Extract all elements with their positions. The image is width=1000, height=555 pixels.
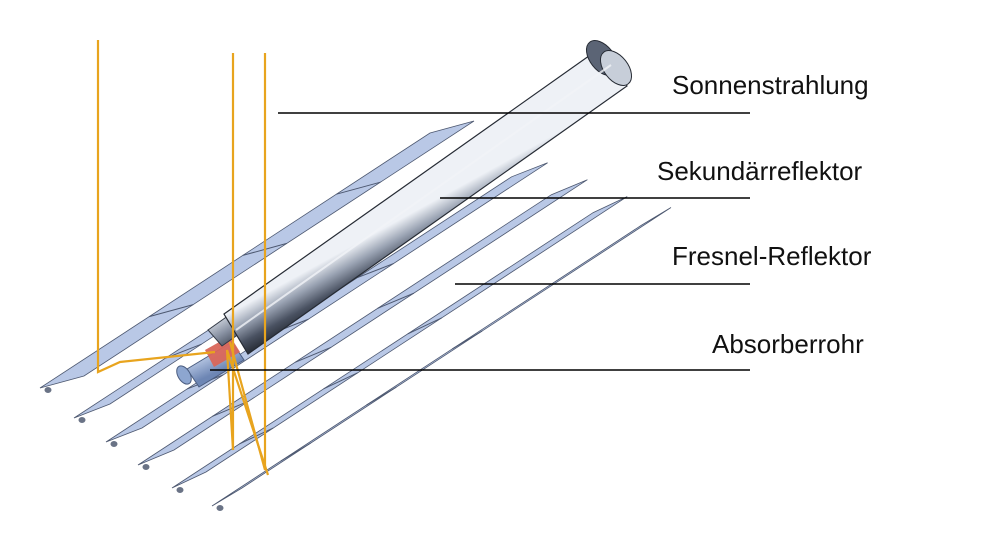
leader-lines (210, 112, 750, 371)
label-absorberrohr: Absorberrohr (712, 329, 864, 359)
mirror-support (142, 464, 150, 470)
mirror-support (176, 487, 184, 493)
sun-ray-right (228, 53, 267, 471)
mirror-segment-divider (294, 346, 332, 363)
mirror-support (44, 387, 52, 393)
mirror-row (171, 196, 628, 489)
label-fresnel-reflektor: Fresnel-Reflektor (672, 241, 872, 271)
secondary-reflector (207, 40, 633, 355)
mirror-segment-divider (357, 263, 394, 279)
mirror-support (78, 417, 86, 423)
mirror-segment-divider (336, 181, 381, 195)
mirror-segment-divider (366, 386, 397, 406)
sun-ray-left (96, 40, 216, 374)
mirror-segment-divider (149, 304, 194, 318)
mirror-support (216, 505, 224, 511)
sun-rays (96, 40, 270, 476)
mirror-segment-divider (377, 292, 414, 309)
mirror-segment-divider (280, 442, 311, 462)
mirror-row (137, 179, 588, 466)
fresnel-mirror-field (39, 120, 672, 511)
label-sekundaerreflektor: Sekundärreflektor (657, 156, 863, 186)
mirror-support (110, 441, 118, 447)
mirror-segment-divider (323, 372, 358, 390)
mirror-segment-divider (407, 317, 443, 335)
mirror-row (211, 207, 672, 507)
label-sonnenstrahlung: Sonnenstrahlung (672, 70, 869, 100)
mirror-segment-divider (451, 330, 483, 350)
mirror-row (39, 120, 475, 389)
sun-ray-middle (225, 53, 270, 476)
